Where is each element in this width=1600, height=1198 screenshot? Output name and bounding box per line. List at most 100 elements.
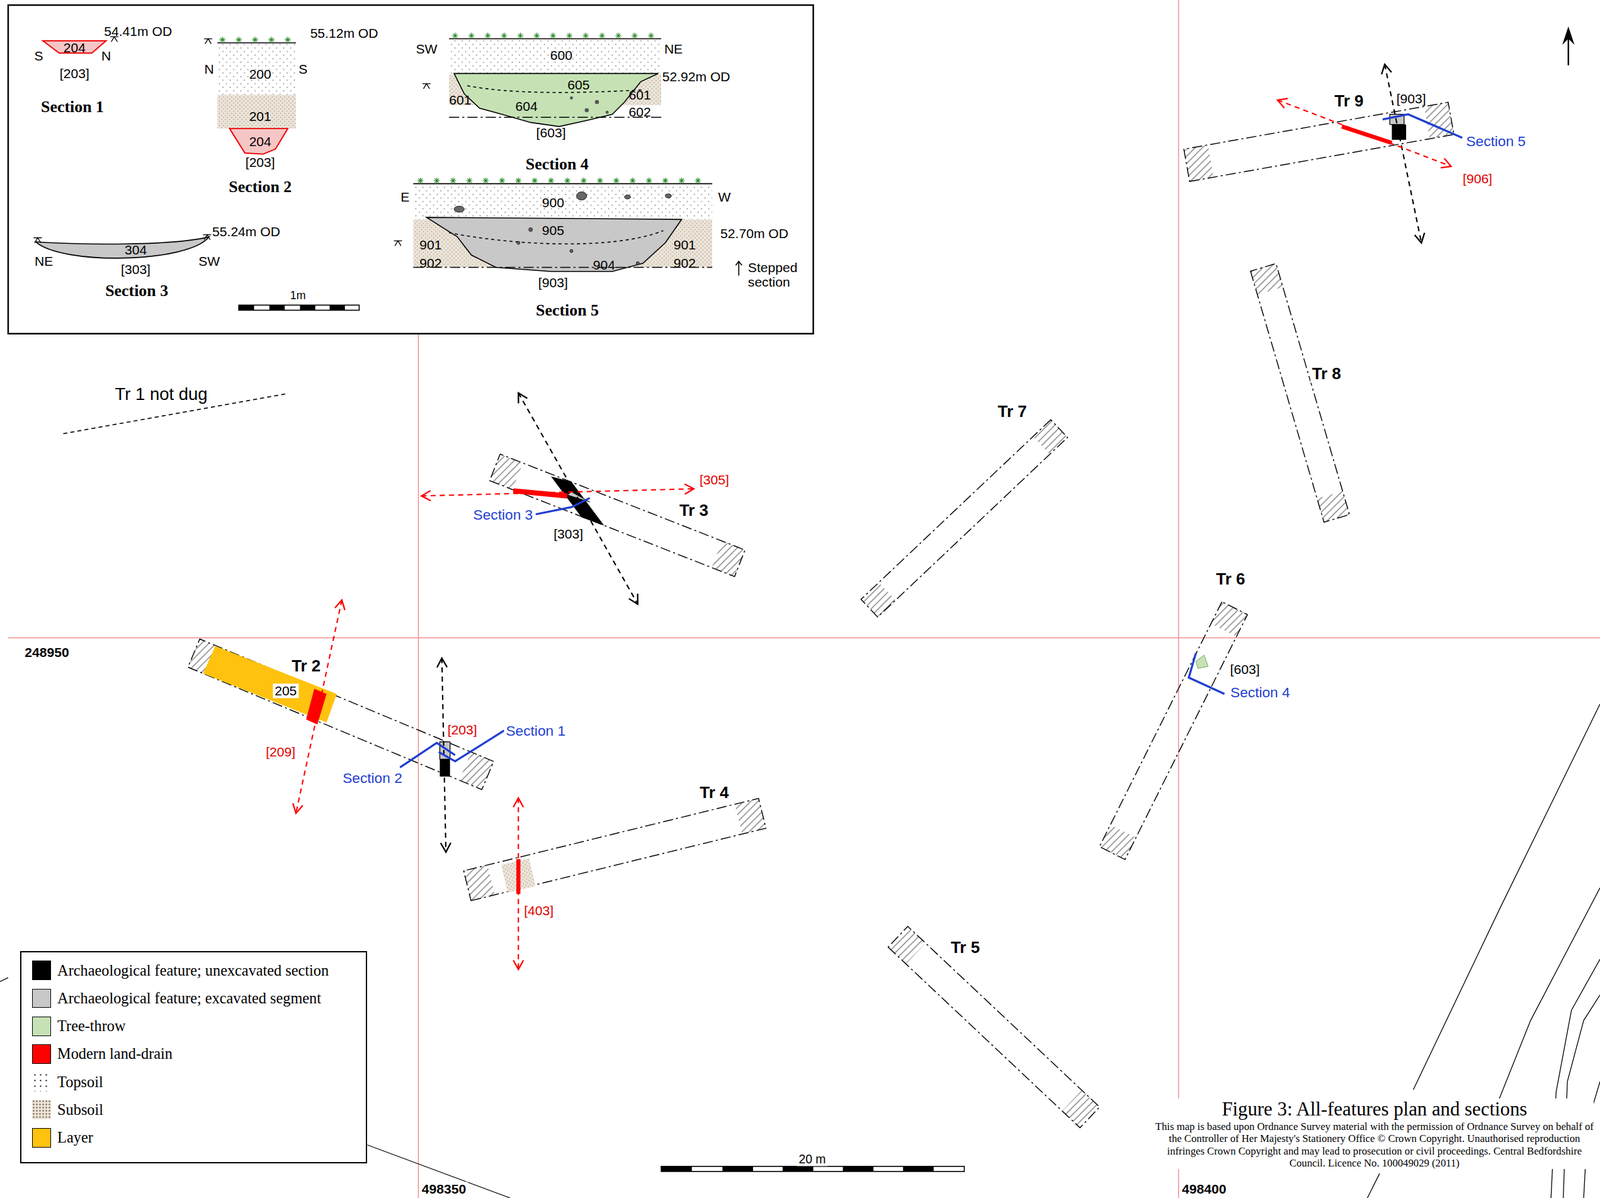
grass-mark — [613, 177, 620, 184]
trench-outline — [1183, 102, 1454, 182]
inset-frame — [8, 5, 814, 334]
section-label: 901 — [673, 237, 696, 252]
grass-mark — [615, 32, 622, 40]
topsoil-fill — [448, 39, 662, 75]
arrow-head — [436, 658, 448, 668]
map-label: 498350 — [419, 1181, 468, 1196]
map-label: Tr 8 — [1310, 364, 1344, 383]
arrow-head — [513, 797, 524, 808]
projection-arrow — [518, 392, 638, 604]
grass-mark — [251, 36, 259, 43]
arrow-head — [513, 960, 524, 970]
trench-outline — [860, 419, 1068, 617]
grass-mark — [219, 36, 226, 43]
trench-outline — [1099, 601, 1248, 859]
legend-row: Tree-throw — [32, 1016, 126, 1036]
grass-mark — [433, 177, 441, 184]
map-label: Section 4 — [1228, 683, 1293, 700]
trench-end — [734, 798, 766, 835]
section-label: W — [718, 189, 732, 205]
arrow-head — [1277, 98, 1288, 108]
scale-bar — [238, 304, 359, 310]
grass-mark — [466, 177, 473, 184]
legend-row: Modern land-drain — [32, 1043, 173, 1064]
section-label: 601 — [448, 92, 471, 108]
trench-end — [888, 926, 926, 965]
datum-mark — [394, 240, 403, 246]
arrow-head — [1440, 158, 1451, 168]
grass-mark — [596, 177, 604, 184]
legend-text: Archaeological feature; unexcavated sect… — [57, 961, 329, 980]
section-label: E — [400, 189, 410, 205]
section-label: 54.41m OD — [103, 24, 172, 40]
map-label: 498400 — [1180, 1181, 1228, 1196]
legend-text: Modern land-drain — [57, 1044, 173, 1063]
trench-end — [1250, 263, 1283, 295]
map-label: [903] — [1394, 91, 1429, 107]
map-label: 205 — [272, 683, 299, 698]
section-label: [903] — [538, 275, 568, 290]
section-label: 1m — [290, 289, 307, 303]
grid-line — [8, 0, 1600, 1198]
grass-mark — [515, 177, 522, 184]
legend-swatch — [32, 1043, 52, 1064]
section-label: 204 — [249, 134, 272, 150]
grass-mark — [549, 32, 557, 40]
grass-mark — [450, 177, 457, 184]
legend-swatch — [32, 1016, 52, 1036]
section-label: 304 — [124, 242, 147, 257]
map-label: Section 2 — [340, 769, 405, 786]
figure-title: Figure 3: All-features plan and sections — [1154, 1098, 1594, 1121]
section-label: Section 5 — [535, 300, 599, 319]
legend-row: Layer — [32, 1127, 94, 1148]
section-label: 201 — [249, 108, 272, 124]
legend-text: Layer — [57, 1128, 94, 1147]
grass-mark — [517, 32, 524, 40]
map-label: 20 m — [796, 1152, 828, 1166]
section-label: 605 — [567, 77, 590, 92]
section-label: SW — [415, 41, 437, 57]
datum-mark — [422, 83, 431, 89]
legend-swatch — [32, 960, 52, 980]
map-label: Tr 1 not dug — [112, 384, 210, 403]
section-label: 601 — [628, 87, 651, 103]
arrow-head — [1381, 64, 1392, 75]
map-label: [209] — [263, 744, 298, 760]
section-label: [203] — [59, 66, 90, 81]
section-label: 204 — [63, 40, 86, 56]
trench-outline — [888, 926, 1101, 1128]
arrow-head — [421, 490, 431, 501]
section-label: 200 — [249, 67, 272, 82]
grass-mark — [547, 177, 555, 184]
section-label: N — [101, 49, 111, 64]
arrow-head — [629, 593, 638, 604]
figure-caption: This map is based upon Ordnance Survey m… — [1154, 1120, 1594, 1169]
grass-mark — [580, 177, 587, 184]
section-label: 904 — [593, 258, 616, 273]
grass-mark — [452, 32, 459, 40]
grass-mark — [662, 177, 669, 184]
arrow-head — [292, 802, 303, 813]
section-label: Section 1 — [40, 98, 104, 116]
grass-mark — [678, 177, 686, 184]
datum-mark — [202, 234, 211, 240]
grass-mark — [268, 36, 275, 43]
legend-row: Archaeological feature; unexcavated sect… — [32, 960, 330, 980]
scale-bar — [661, 1166, 965, 1172]
legend-swatch — [32, 1099, 52, 1119]
arrow-head — [334, 600, 346, 611]
grass-mark — [598, 32, 606, 40]
trench-end — [489, 453, 524, 490]
section-label: 602 — [628, 105, 651, 120]
grass-mark — [647, 32, 655, 40]
legend-text: Archaeological feature; excavated segmen… — [57, 989, 322, 1007]
trench-end — [860, 582, 896, 618]
legend-text: Topsoil — [57, 1072, 104, 1091]
section-fill — [229, 128, 288, 155]
trench-end — [1032, 419, 1068, 454]
map-label: Tr 6 — [1214, 569, 1247, 588]
grass-mark — [629, 177, 636, 184]
section-label: SW — [198, 253, 220, 269]
trench-end — [463, 864, 495, 901]
grass-mark — [533, 32, 541, 40]
